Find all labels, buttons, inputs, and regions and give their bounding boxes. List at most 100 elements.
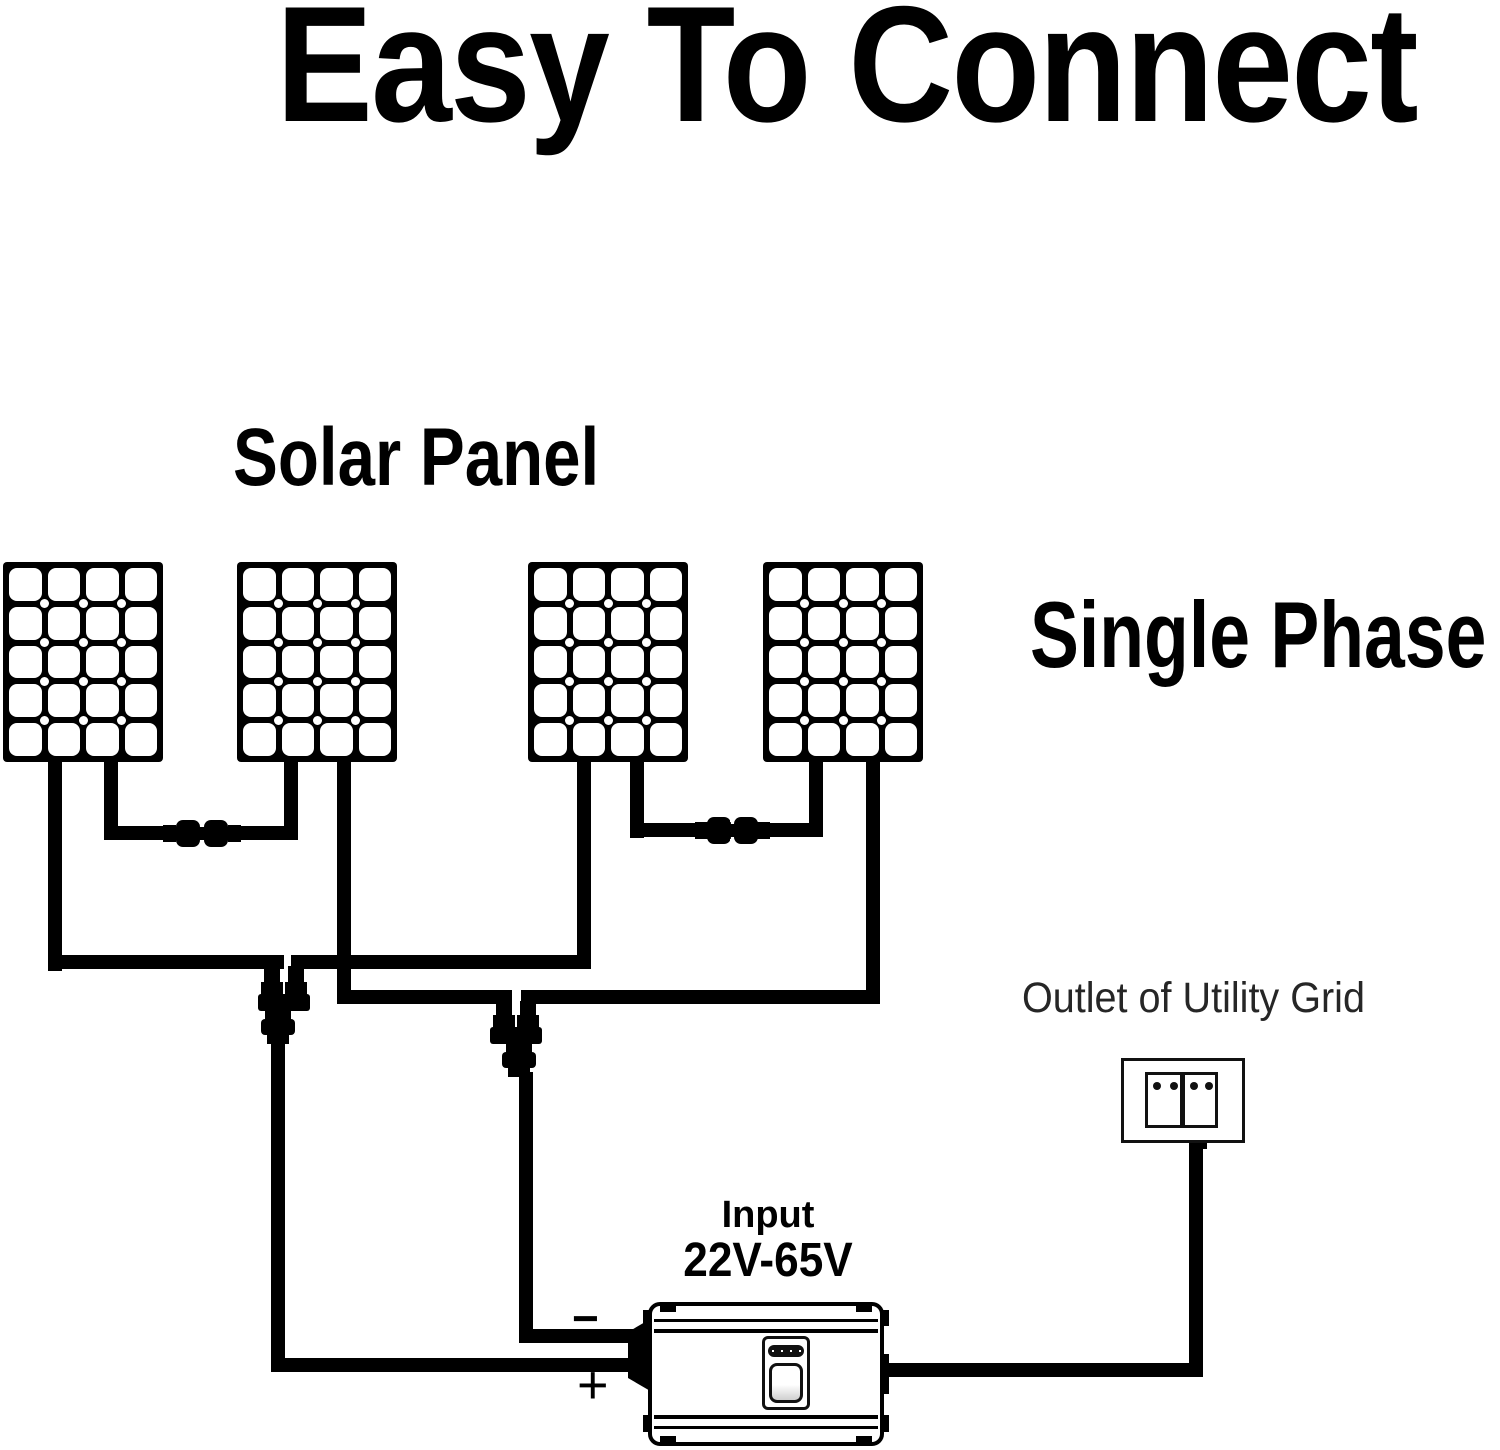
solar-cell — [807, 645, 840, 679]
wire-panel2-right-down — [337, 762, 351, 1004]
solar-cell — [47, 684, 80, 718]
panel-grid-dot — [565, 676, 574, 686]
solar-cell — [243, 684, 276, 718]
panel-grid-dot — [117, 676, 126, 686]
solar-cell — [243, 723, 276, 756]
panel-grid-dot — [642, 715, 651, 725]
solar-cell — [611, 684, 644, 718]
panel-grid-dot — [312, 599, 322, 609]
panel-grid-dot — [274, 676, 283, 686]
page-title: Easy To Connect — [276, 0, 1419, 156]
solar-cell — [358, 568, 391, 601]
solar-cell — [47, 606, 80, 640]
solar-panel-1 — [3, 562, 163, 762]
solar-cell — [769, 568, 802, 601]
solar-cell — [124, 606, 157, 640]
panel-grid-dot — [603, 599, 613, 609]
wire-minus-to-inverter — [519, 1329, 652, 1343]
inverter-edge-bump — [643, 1310, 649, 1326]
panel-grid-dot — [642, 638, 651, 648]
solar-cell — [572, 723, 605, 756]
solar-cell — [281, 684, 314, 718]
solar-cell — [769, 723, 802, 756]
mc4-connector-pair-right — [695, 817, 770, 844]
panel-grid-dot — [642, 676, 651, 686]
panel-grid-dot — [603, 638, 613, 648]
wire-outlet-cord-down — [1189, 1143, 1203, 1377]
solar-cell — [86, 568, 119, 601]
panel-grid-dot — [78, 676, 88, 686]
panel-grid-dot — [800, 638, 809, 648]
inverter-corner-tab — [856, 1436, 872, 1442]
solar-cell — [9, 645, 42, 679]
solar-cell — [534, 684, 567, 718]
socket-pin-hole — [1205, 1082, 1213, 1090]
solar-cell — [769, 684, 802, 718]
solar-cell — [281, 606, 314, 640]
solar-cell — [846, 684, 879, 718]
solar-cell — [47, 645, 80, 679]
solar-cell — [769, 645, 802, 679]
solar-cell — [281, 645, 314, 679]
solar-cell — [9, 723, 42, 756]
solar-cell — [807, 568, 840, 601]
y-branch-connector-1 — [258, 966, 310, 1044]
solar-cell — [807, 684, 840, 718]
wire-mc4a-left-lead — [104, 826, 170, 840]
solar-cell — [358, 606, 391, 640]
solar-cell — [86, 606, 119, 640]
socket-pin-hole — [1190, 1082, 1198, 1090]
inverter-fin-line — [654, 1319, 878, 1322]
inverter-edge-bump — [883, 1415, 889, 1432]
panel-grid-dot — [642, 599, 651, 609]
panel-grid-dot — [877, 676, 886, 686]
panel-grid-dot — [78, 599, 88, 609]
solar-cell — [572, 606, 605, 640]
inverter-edge-bump — [883, 1354, 889, 1394]
solar-cell — [884, 684, 917, 718]
solar-cell — [243, 606, 276, 640]
panel-grid-dot — [838, 676, 848, 686]
solar-cell — [124, 723, 157, 756]
solar-cell — [47, 568, 80, 601]
outlet-socket-right — [1182, 1072, 1218, 1128]
panel-grid-dot — [351, 599, 360, 609]
solar-panel-3 — [528, 562, 688, 762]
panel-grid-dot — [274, 715, 283, 725]
panel-grid-dot — [78, 715, 88, 725]
solar-cell — [611, 606, 644, 640]
panel-grid-dot — [78, 638, 88, 648]
solar-cell — [807, 723, 840, 756]
panel-grid-dot — [274, 599, 283, 609]
wire-mc4b-right-lead — [760, 823, 822, 837]
solar-cell — [124, 568, 157, 601]
inverter-corner-tab — [856, 1306, 872, 1312]
utility-grid-outlet — [1121, 1058, 1245, 1143]
solar-cell — [807, 606, 840, 640]
solar-cell — [649, 645, 682, 679]
panel-grid-dot — [40, 676, 49, 686]
solar-cell — [9, 606, 42, 640]
mc4-connector-pair-left — [163, 820, 241, 847]
panel-grid-dot — [565, 599, 574, 609]
inverter-fin-line — [654, 1329, 878, 1333]
inverter-fin-line — [654, 1426, 878, 1429]
panel-grid-dot — [274, 638, 283, 648]
solar-cell — [358, 723, 391, 756]
panel-grid-dot — [800, 676, 809, 686]
panel-grid-dot — [838, 599, 848, 609]
solar-panel-label: Solar Panel — [233, 412, 600, 503]
solar-cell — [649, 684, 682, 718]
solar-cell — [358, 684, 391, 718]
solar-cell — [649, 723, 682, 756]
wire-mc4a-right-lead — [232, 826, 298, 840]
wire-bus2-right — [521, 990, 880, 1004]
panel-grid-dot — [877, 715, 886, 725]
wire-panel4-left-down — [809, 762, 823, 837]
panel-grid-dot — [40, 599, 49, 609]
socket-pin-hole — [1153, 1082, 1161, 1090]
solar-cell — [611, 568, 644, 601]
inverter-edge-bump — [883, 1310, 889, 1326]
